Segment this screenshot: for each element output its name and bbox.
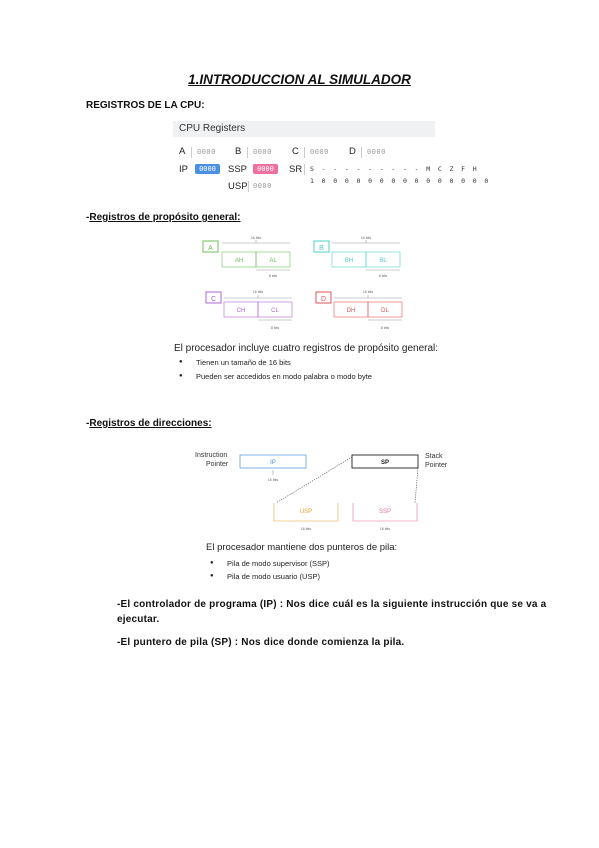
gp-register-diagram: A 16 bits AH AL 8 bits B 16 bits BH BL 8… — [202, 236, 403, 330]
svg-text:CL: CL — [271, 308, 279, 314]
sr-flags: S - - - - - - - - - M C Z F H — [310, 165, 479, 173]
svg-text:DH: DH — [347, 308, 356, 314]
dir-bullet-2: Pila de modo usuario (USP) — [210, 572, 320, 581]
paragraph-ip-cont: ejecutar. — [117, 614, 160, 625]
ip-box-label: IP — [270, 460, 276, 466]
svg-text:16 bits: 16 bits — [361, 236, 372, 240]
paragraph-sp: -El puntero de pila (SP) : Nos dice dond… — [117, 637, 405, 648]
page-title: 1.INTRODUCCION AL SIMULADOR — [188, 72, 411, 87]
dir-bullet-1: Pila de modo supervisor (SSP) — [210, 559, 329, 568]
svg-text:AL: AL — [269, 258, 277, 264]
ip-caption-line2: Pointer — [206, 461, 229, 468]
divider — [191, 147, 192, 158]
cpu-panel-title: CPU Registers — [179, 123, 246, 134]
register-b-diagram: B 16 bits BH BL 8 bits — [313, 236, 401, 278]
sr-bits: 1 0 0 0 0 0 0 0 0 0 0 0 0 0 0 0 — [310, 177, 491, 185]
dir-caption: El procesador mantiene dos punteros de p… — [206, 542, 398, 553]
reg-letter: A — [208, 245, 213, 252]
gp-caption: El procesador incluye cuatro registros d… — [174, 343, 439, 354]
ssp-box-label: SSP — [379, 509, 391, 515]
register-c-diagram: C 16 bits CH CL 8 bits — [205, 290, 293, 330]
divider — [304, 147, 305, 158]
usp-box-label: USP — [300, 509, 312, 515]
divider — [247, 147, 248, 158]
gp-bullet-1: Tienen un tamaño de 16 bits — [179, 358, 291, 367]
svg-text:CH: CH — [237, 308, 246, 314]
svg-text:C: C — [211, 296, 216, 303]
reg-c-label: C — [292, 146, 299, 157]
reg-d-label: D — [349, 146, 356, 157]
svg-text:BL: BL — [379, 258, 387, 264]
ip-caption-line1: Instruction — [195, 452, 227, 459]
sp-box-label: SP — [381, 460, 389, 466]
svg-text:16 bits: 16 bits — [268, 478, 279, 482]
register-a-diagram: A 16 bits AH AL 8 bits — [202, 236, 291, 278]
svg-text:BH: BH — [345, 258, 353, 264]
divider — [248, 181, 249, 192]
svg-text:16 bits: 16 bits — [253, 290, 264, 294]
reg-b-value: 0000 — [253, 148, 272, 156]
reg-ip-value: 0000 — [195, 164, 220, 174]
svg-text:8 bits: 8 bits — [271, 326, 280, 330]
svg-text:D: D — [321, 296, 326, 303]
reg-b-label: B — [235, 146, 242, 157]
reg-ip-label: IP — [179, 164, 188, 175]
reg-usp-label: USP — [228, 181, 248, 192]
gp-heading: -Registros de propósito general: — [86, 212, 241, 223]
sp-caption-line2: Pointer — [425, 462, 448, 469]
cpu-panel-header — [173, 121, 435, 137]
divider — [361, 147, 362, 158]
svg-text:16 bits: 16 bits — [380, 527, 391, 531]
reg-sr-label: SR — [289, 164, 303, 175]
reg-a-value: 0000 — [197, 148, 216, 156]
svg-text:B: B — [319, 245, 324, 252]
svg-text:16 bits: 16 bits — [301, 527, 312, 531]
gp-bullet-2: Pueden ser accedidos en modo palabra o m… — [179, 372, 372, 381]
reg-d-value: 0000 — [367, 148, 386, 156]
svg-text:DL: DL — [381, 308, 389, 314]
svg-text:AH: AH — [235, 258, 243, 264]
svg-text:8 bits: 8 bits — [381, 326, 390, 330]
svg-text:16 bits: 16 bits — [251, 236, 262, 240]
sp-caption-line1: Stack — [425, 453, 443, 460]
address-register-diagram: Instruction Pointer IP 16 bits SP Stack … — [195, 452, 448, 531]
svg-text:8 bits: 8 bits — [269, 274, 278, 278]
reg-ssp-value: 0000 — [253, 164, 278, 174]
reg-a-label: A — [179, 146, 186, 157]
paragraph-ip: -El controlador de programa (IP) : Nos d… — [117, 599, 547, 610]
svg-text:16 bits: 16 bits — [363, 290, 374, 294]
reg-c-value: 0000 — [310, 148, 329, 156]
divider — [304, 164, 305, 175]
svg-text:8 bits: 8 bits — [379, 274, 388, 278]
cpu-heading: REGISTROS DE LA CPU: — [86, 100, 205, 111]
reg-usp-value: 0000 — [253, 182, 272, 190]
reg-ssp-label: SSP — [228, 164, 248, 175]
register-d-diagram: D 16 bits DH DL 8 bits — [315, 290, 403, 330]
dir-heading: -Registros de direcciones: — [86, 418, 212, 429]
